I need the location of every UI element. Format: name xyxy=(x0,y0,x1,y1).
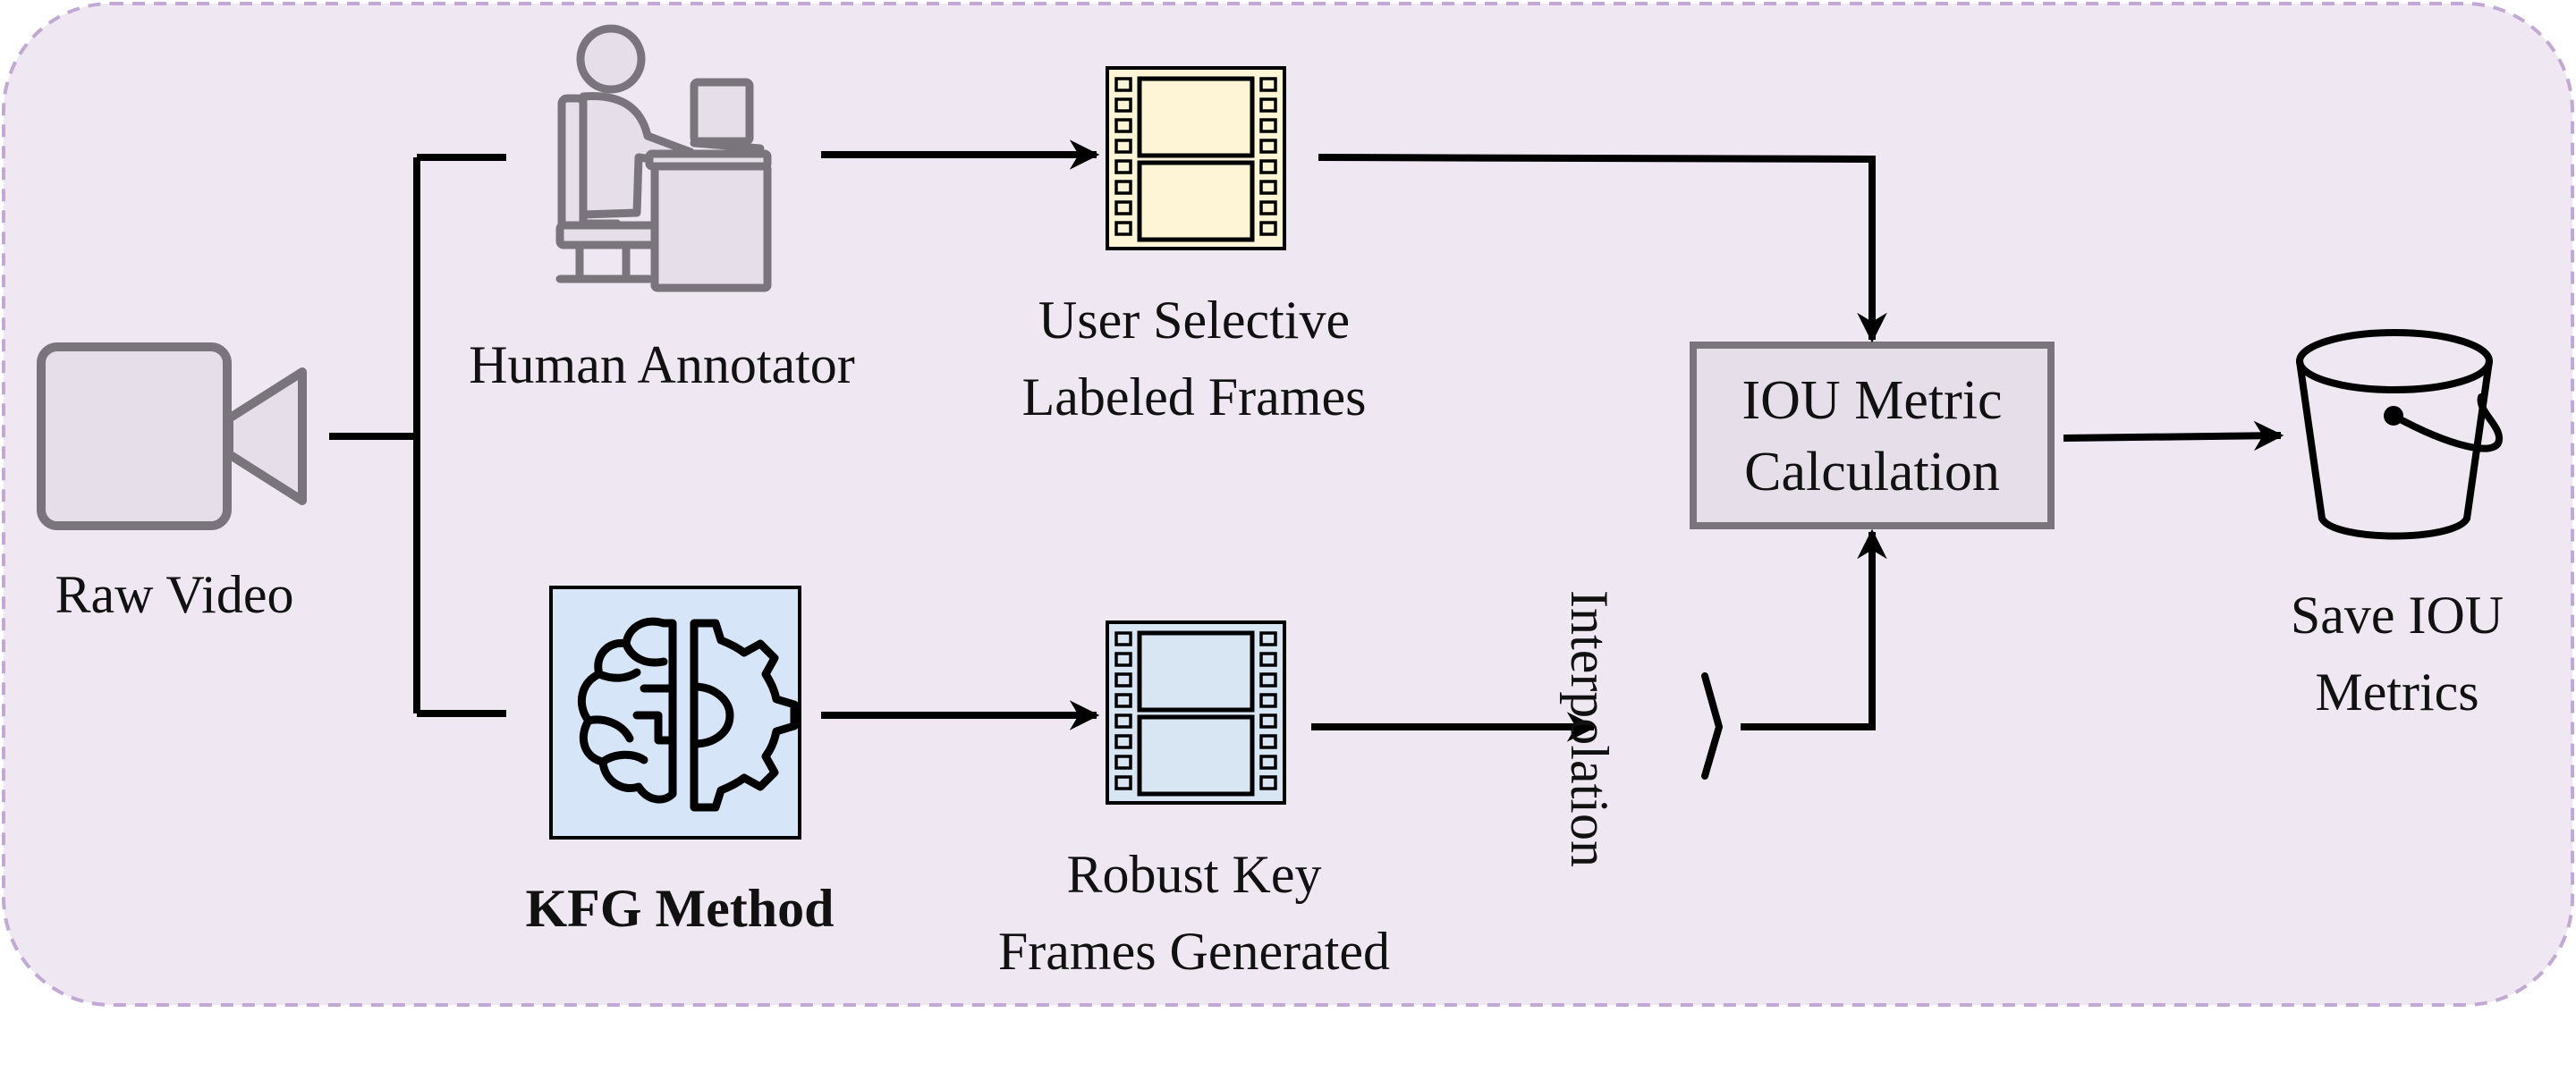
arrow-iou-to-save xyxy=(2063,420,2284,452)
arrows xyxy=(821,139,2284,780)
human-at-desk-icon xyxy=(555,24,772,292)
arrow-interp-to-iou xyxy=(1741,528,1887,730)
robust-frames-line-2: Frames Generated xyxy=(997,922,1391,981)
film-strip-icon-bottom xyxy=(1106,620,1286,805)
interpolation-label: Interpolation xyxy=(1560,590,1619,867)
film-strip-icon-top xyxy=(1106,66,1286,250)
bucket-icon xyxy=(2296,329,2503,540)
user-frames-line-2: Labeled Frames xyxy=(1021,367,1367,426)
iou-box xyxy=(1690,342,2055,529)
raw-video-label: Raw Video xyxy=(55,565,294,624)
video-camera-icon xyxy=(37,342,307,530)
robust-frames-label: Robust Key Frames Generated xyxy=(939,836,1449,990)
kfg-method-label: KFG Method xyxy=(525,879,835,938)
save-iou-label: Save IOU Metrics xyxy=(2236,577,2558,730)
user-frames-label: User Selective Labeled Frames xyxy=(966,282,1422,435)
iou-calc-line-1: IOU Metric xyxy=(1741,370,2003,431)
save-iou-line-1: Save IOU xyxy=(2290,586,2504,645)
iou-calc-label: IOU Metric Calculation xyxy=(1697,365,2047,508)
iou-calc-line-2: Calculation xyxy=(1744,442,2000,502)
user-frames-line-1: User Selective xyxy=(1038,291,1351,350)
interpolation-bracket xyxy=(1701,672,1724,780)
human-annotator-label: Human Annotator xyxy=(469,335,855,394)
robust-frames-line-1: Robust Key xyxy=(1066,845,1322,904)
arrow-frames-to-iou xyxy=(1318,154,1887,343)
save-iou-line-2: Metrics xyxy=(2315,663,2479,722)
brain-gear-icon xyxy=(549,586,801,840)
connector-lines xyxy=(329,154,506,717)
